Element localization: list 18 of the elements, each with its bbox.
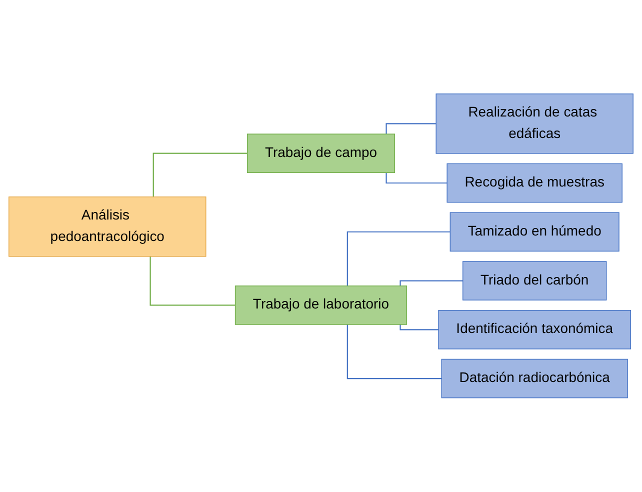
node-box <box>462 261 607 301</box>
connector <box>400 280 463 286</box>
connector <box>400 324 439 330</box>
node-box <box>234 286 408 325</box>
connector <box>346 231 450 286</box>
node-box <box>8 196 206 257</box>
tree-diagram: Análisis pedoantracológico Trabajo de campo Trabajo de laboratorio Realización de catas edáficas Recogida de muestras Tamizado en húmedo Triado del carbón Identificación taxonómica Datación radiocarbónica <box>3 88 639 404</box>
node-box <box>446 163 622 203</box>
node-box <box>450 212 620 252</box>
connector <box>152 152 248 198</box>
node-box <box>438 310 632 350</box>
node-box <box>441 359 628 398</box>
node-box <box>436 94 634 154</box>
connector <box>346 324 442 380</box>
connector <box>386 172 448 184</box>
connector <box>386 123 436 134</box>
connector <box>150 256 236 306</box>
node-box <box>246 134 396 174</box>
